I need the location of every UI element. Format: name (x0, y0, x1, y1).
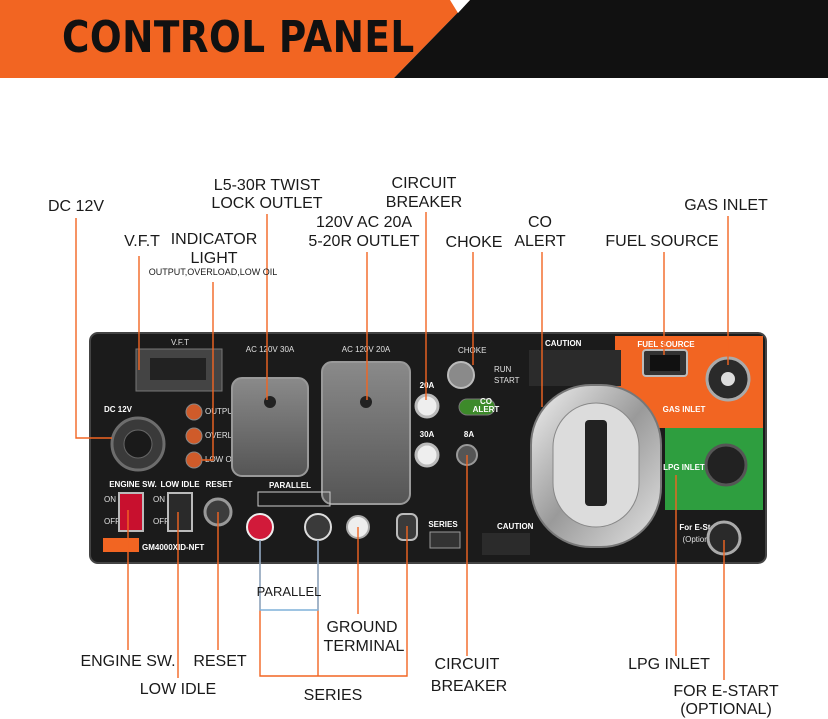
caution-panel-1: CAUTION (545, 339, 582, 348)
title-banner (0, 0, 828, 78)
outlet-5-20r-face (360, 396, 372, 408)
callout-co: CO (528, 214, 552, 231)
callout-reset: RESET (193, 653, 247, 670)
callout-120v-20a-2: 5-20R OUTLET (308, 233, 420, 250)
fuel-source-rocker (650, 355, 680, 371)
vft-panel-label: V.F.T (171, 338, 189, 347)
overload-light-label: OVERLOAD (205, 431, 250, 440)
alert-panel: ALERT (473, 405, 500, 414)
callout-low-idle: LOW IDLE (139, 681, 217, 698)
choke-start: START (494, 376, 520, 385)
dc12v-panel-label: DC 12V (104, 405, 133, 414)
low-idle-off: OFF (153, 517, 169, 526)
callout-breaker-bottom-2: BREAKER (430, 678, 508, 695)
callout-choke: CHOKE (445, 234, 503, 251)
engine-sw-off: OFF (104, 517, 120, 526)
low-oil-light-label: LOW OIL (205, 455, 239, 464)
brand-logo (103, 538, 139, 552)
overload-light (185, 427, 203, 445)
gas-inlet-panel-label: GAS INLET (663, 405, 706, 414)
callout-gas-inlet: GAS INLET (684, 197, 768, 214)
leader-dc12v (75, 218, 112, 439)
caution-text-lines (529, 350, 621, 386)
breaker-8a-label: 8A (464, 430, 474, 439)
callout-l5-30r: L5-30R TWIST (213, 177, 321, 194)
parallel-terminal-black[interactable] (304, 513, 332, 541)
engine-sw-panel-label: ENGINE SW. (109, 480, 157, 489)
fuel-source-panel-label: FUEL SOURCE (637, 340, 695, 349)
series-switch[interactable] (429, 531, 461, 549)
callout-breaker-top-2: BREAKER (385, 194, 463, 211)
breaker-20a-label: 20A (420, 381, 435, 390)
caution-text-lines-2 (482, 533, 530, 555)
callout-120v-20a: 120V AC 20A (315, 214, 413, 231)
breaker-30a-label: 30A (420, 430, 435, 439)
callout-co-2: ALERT (514, 233, 566, 250)
callout-estart: FOR E-START (673, 683, 779, 700)
callout-indicator: INDICATOR (170, 231, 258, 248)
banner-dark (394, 0, 828, 78)
page-title: CONTROL PANEL (62, 12, 415, 63)
model-name: GM4000XID-NFT (142, 543, 204, 552)
outlet-5-20r[interactable] (321, 361, 411, 505)
low-idle-panel-label: LOW IDLE (160, 480, 200, 489)
choke-panel-label: CHOKE (458, 346, 486, 355)
co-panel: CO (480, 397, 492, 406)
l5-30r-outlet[interactable] (231, 377, 309, 477)
parallel-bracket (257, 491, 331, 507)
banner-notch (450, 0, 470, 13)
lpg-inlet-panel-label: LPG INLET (663, 463, 705, 472)
callout-ground: GROUND (326, 619, 398, 636)
callout-engine-sw: ENGINE SW. (80, 653, 176, 670)
parallel-connector (259, 540, 319, 611)
dc12v-socket-inner (123, 429, 153, 459)
caution-panel-2: CAUTION (497, 522, 534, 531)
low-oil-light (185, 451, 203, 469)
output-light (185, 403, 203, 421)
callout-indicator-sub: OUTPUT,OVERLOAD,LOW OIL (148, 267, 278, 277)
low-idle-switch[interactable] (167, 492, 193, 532)
choke-knob[interactable] (447, 361, 475, 389)
engine-sw-on: ON (104, 495, 116, 504)
estart-panel-label: For E-Start (679, 523, 721, 532)
lpg-inlet-cap[interactable] (704, 443, 748, 487)
estart-panel-optional: (Optional) (682, 535, 717, 544)
callout-dc12v: DC 12V (47, 198, 105, 215)
gas-inlet-core (721, 372, 735, 386)
l5-30r-face (264, 396, 276, 408)
vft-screen (150, 358, 206, 380)
callout-breaker-top: CIRCUIT (391, 175, 457, 192)
banner-orange (0, 0, 470, 78)
series-panel-label: SERIES (428, 520, 458, 529)
callout-estart-2: (OPTIONAL) (680, 701, 772, 718)
fuel-cap-handle[interactable] (585, 420, 607, 506)
reset-panel-label: RESET (206, 480, 233, 489)
breaker-20a[interactable] (414, 393, 440, 419)
callout-series: SERIES (303, 687, 363, 704)
callout-ground-2: TERMINAL (323, 638, 405, 655)
low-idle-on: ON (153, 495, 165, 504)
parallel-terminal-red[interactable] (246, 513, 274, 541)
breaker-30a[interactable] (414, 442, 440, 468)
output-light-label: OUTPUT (205, 407, 238, 416)
callout-parallel: PARALLEL (256, 584, 322, 599)
choke-run: RUN (494, 365, 512, 374)
callout-fuel-source: FUEL SOURCE (605, 233, 719, 250)
callout-lpg-inlet: LPG INLET (628, 656, 710, 673)
parallel-panel-label: PARALLEL (269, 481, 311, 490)
co-alert-light (458, 398, 496, 416)
engine-switch[interactable] (118, 492, 144, 532)
callout-breaker-bottom: CIRCUIT (434, 656, 500, 673)
callout-l5-30r-2: LOCK OUTLET (211, 195, 323, 212)
ac30a-panel-label: AC 120V 30A (246, 345, 295, 354)
callout-indicator-2: LIGHT (190, 250, 238, 267)
leader-indicator (202, 282, 214, 461)
callout-vft: V.F.T (124, 233, 160, 250)
